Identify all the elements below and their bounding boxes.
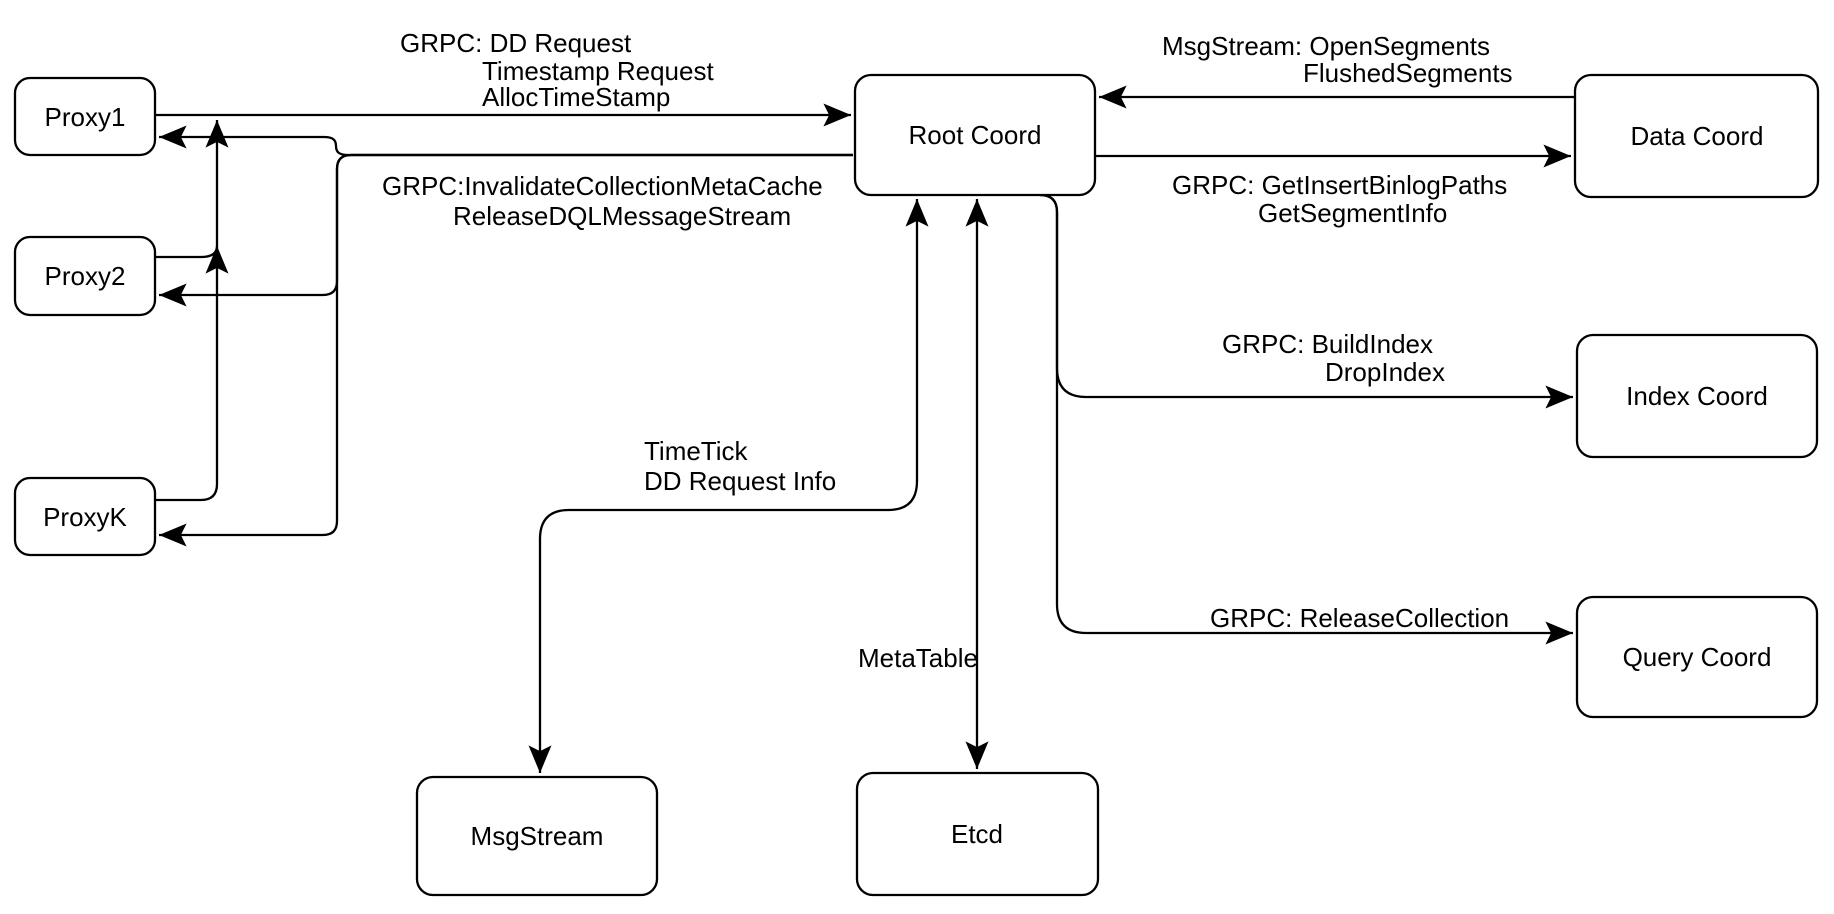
label-rootcoord-to-datacoord-line2: GetSegmentInfo	[1258, 198, 1447, 228]
node-proxyk-shape	[13, 476, 157, 557]
node-index-coord-shape	[1575, 333, 1819, 459]
node-data-coord-label: Data Coord	[1631, 121, 1764, 151]
node-etcd-shape	[855, 771, 1100, 897]
node-proxy1: Proxy1	[13, 76, 157, 157]
edge-rootcoord-to-proxyk	[159, 153, 853, 547]
node-proxy1-shape	[13, 76, 157, 157]
label-rootcoord-to-msgstream-line2: DD Request Info	[644, 466, 836, 496]
node-proxyk-label: ProxyK	[43, 502, 127, 532]
label-rootcoord-to-indexcoord-line1: GRPC: BuildIndex	[1222, 329, 1433, 359]
node-root-coord-shape	[853, 73, 1097, 197]
node-proxy2-label: Proxy2	[45, 261, 126, 291]
label-datacoord-to-rootcoord-line2: FlushedSegments	[1303, 58, 1513, 88]
label-rootcoord-to-proxies-line2: ReleaseDQLMessageStream	[453, 201, 791, 231]
label-datacoord-to-rootcoord-line1: MsgStream: OpenSegments	[1162, 31, 1490, 61]
node-etcd-label: Etcd	[951, 819, 1003, 849]
label-rootcoord-to-etcd: MetaTable	[858, 643, 978, 673]
edge-rootcoord-to-proxy1	[159, 125, 853, 157]
node-msgstream-label: MsgStream	[471, 821, 604, 851]
node-root-coord: Root Coord	[853, 73, 1097, 197]
label-proxy-to-rootcoord-line1: GRPC: DD Request	[400, 28, 632, 58]
node-index-coord-label: Index Coord	[1626, 381, 1768, 411]
node-query-coord-shape	[1575, 595, 1819, 719]
node-proxy1-label: Proxy1	[45, 102, 126, 132]
edge-rootcoord-msgstream	[528, 199, 929, 773]
node-etcd: Etcd	[855, 771, 1100, 897]
node-data-coord: Data Coord	[1573, 73, 1820, 199]
label-proxy-to-rootcoord-line3: AllocTimeStamp	[482, 82, 670, 112]
node-msgstream: MsgStream	[415, 775, 659, 897]
edges	[155, 85, 1575, 773]
edge-rootcoord-to-querycoord	[1039, 193, 1573, 645]
node-index-coord: Index Coord	[1575, 333, 1819, 459]
label-proxy-to-rootcoord-line2: Timestamp Request	[482, 56, 714, 86]
node-data-coord-shape	[1573, 73, 1820, 199]
node-proxy2-shape	[13, 235, 157, 317]
label-rootcoord-to-msgstream-line1: TimeTick	[644, 436, 749, 466]
node-root-coord-label: Root Coord	[909, 120, 1042, 150]
edge-labels: GRPC: DD Request Timestamp Request Alloc…	[382, 28, 1513, 673]
nodes: Proxy1 Proxy2 ProxyK Root Coord Data Coo…	[13, 73, 1820, 897]
label-rootcoord-to-proxies-line1: GRPC:InvalidateCollectionMetaCache	[382, 171, 823, 201]
label-rootcoord-to-querycoord: GRPC: ReleaseCollection	[1210, 603, 1509, 633]
node-msgstream-shape	[415, 775, 659, 897]
node-query-coord: Query Coord	[1575, 595, 1819, 719]
node-proxy2: Proxy2	[13, 235, 157, 317]
node-query-coord-label: Query Coord	[1623, 642, 1772, 672]
edge-proxy2-to-rootcoord	[155, 245, 229, 274]
node-proxyk: ProxyK	[13, 476, 157, 557]
label-rootcoord-to-datacoord-line1: GRPC: GetInsertBinlogPaths	[1172, 170, 1507, 200]
edge-proxyk-to-rootcoord	[155, 120, 229, 502]
label-rootcoord-to-indexcoord-line2: DropIndex	[1325, 357, 1445, 387]
